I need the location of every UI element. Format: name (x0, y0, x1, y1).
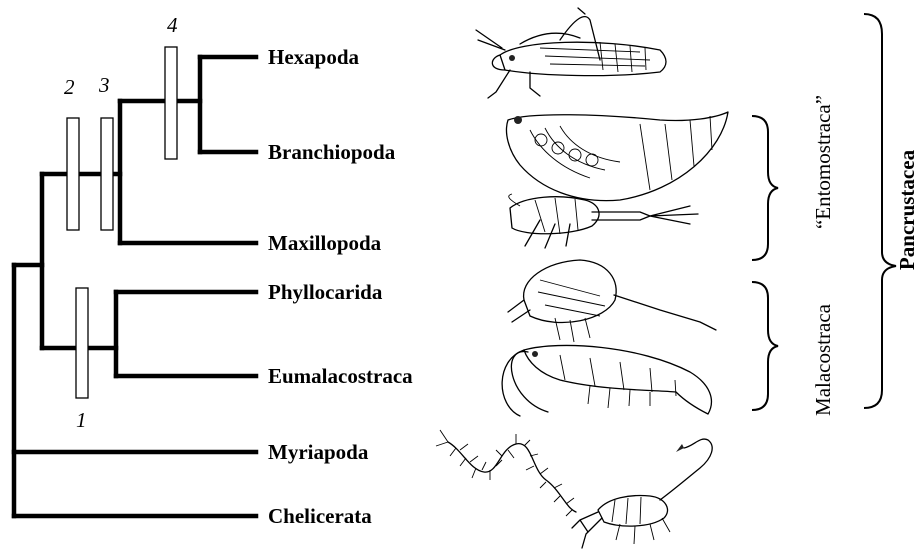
taxon-label-chelicerata: Chelicerata (268, 504, 372, 528)
copepod-illustration (509, 194, 698, 248)
node-marker-1: 1 (76, 408, 87, 432)
taxon-label-maxillopoda: Maxillopoda (268, 231, 382, 255)
malacostraca-brace (752, 282, 778, 410)
taxon-label-hexapoda: Hexapoda (268, 45, 360, 69)
node-marker-3: 3 (98, 73, 110, 97)
pancrustacea-label: Pancrustacea (895, 149, 919, 270)
entomostraca-brace (752, 116, 778, 260)
node-marker-2: 2 (64, 75, 75, 99)
phyllocarid-illustration (508, 260, 716, 342)
taxon-labels: Hexapoda Branchiopoda Maxillopoda Phyllo… (268, 45, 413, 528)
taxon-label-branchiopoda: Branchiopoda (268, 140, 396, 164)
shrimp-illustration (502, 345, 711, 416)
character-bar-1 (76, 288, 88, 398)
pancrustacea-brace (864, 14, 896, 408)
malacostraca-label: Malacostraca (811, 303, 835, 416)
scorpion-illustration (572, 439, 712, 548)
centipede-illustration (436, 430, 576, 516)
taxon-label-phyllocarida: Phyllocarida (268, 280, 383, 304)
character-bar-3 (101, 118, 113, 230)
node-marker-4: 4 (167, 13, 178, 37)
character-bar-4 (165, 47, 177, 159)
character-bar-2 (67, 118, 79, 230)
fairy-shrimp-illustration (507, 112, 729, 201)
grasshopper-illustration (476, 8, 666, 98)
entomostraca-label: “Entomostraca” (811, 95, 835, 229)
taxon-label-myriapoda: Myriapoda (268, 440, 369, 464)
taxon-label-eumalacostraca: Eumalacostraca (268, 364, 413, 388)
tree-branches (14, 57, 256, 516)
